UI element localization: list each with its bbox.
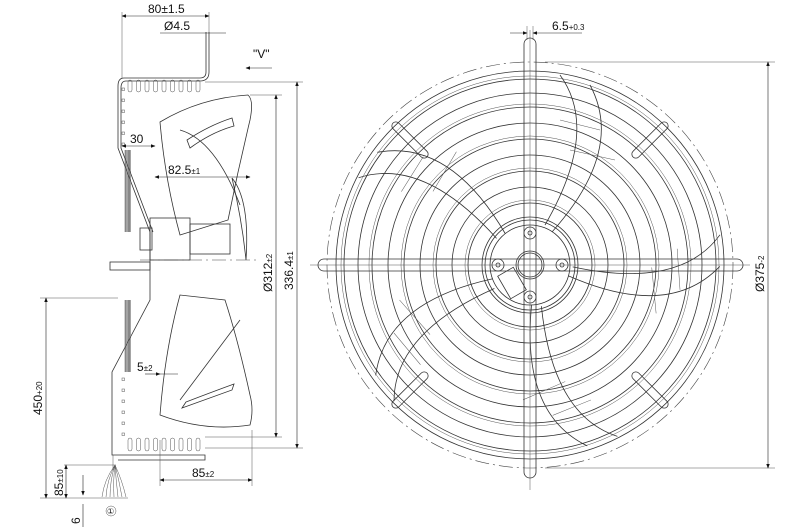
guard-fins-bottom [127,437,201,452]
dim-6: 6 [69,517,83,524]
guard-clip [631,121,669,159]
wire-dot [121,109,125,113]
wire-dot [121,142,125,146]
fin [178,437,184,452]
wire-dot [121,432,125,436]
fin [153,437,158,452]
cable-clip [109,261,151,271]
label-plate [497,266,527,300]
dim-85-cable: 85 [52,482,66,496]
dim-80: 80±1.5 [148,2,185,16]
dim-85: 85 [192,466,206,480]
blade [358,150,506,239]
dim-hole: Ø4.5 [164,19,190,33]
wire [114,464,119,498]
guard-wire-dots [121,87,131,436]
wire-dot [121,388,125,392]
dim-375-tol: -2 [757,255,766,263]
dim-312-tol: ±2 [265,253,274,262]
dim-312: Ø312 [261,262,275,292]
dim-82-5-tol: ±1 [191,167,200,176]
wire-dot [121,377,125,381]
fin [187,437,192,452]
motor-hub-front [484,219,576,311]
fin [161,79,167,93]
wire [109,464,116,498]
guard-clip [391,121,429,159]
svg-text:85±2: 85±2 [192,466,215,480]
fin [187,79,192,93]
wire-dot [121,87,125,91]
blade-upper [159,94,252,236]
dim-336-4-tol: ±1 [286,251,295,260]
svg-text:82.5±1: 82.5±1 [168,163,201,177]
dim-85-tol: ±2 [205,470,214,479]
fin [195,79,201,93]
dim-450-tol: +20 [35,381,44,395]
fin [170,79,175,93]
dim-slot-tol: +0.3 [569,23,585,32]
motor-hub [149,217,191,261]
dim-5-tol: ±2 [144,364,153,373]
svg-text:450+20: 450+20 [31,381,45,415]
wire [113,464,116,498]
svg-text:5±2: 5±2 [137,360,153,374]
wire [105,464,116,498]
cable-wires [101,464,127,498]
dim-336-4: 336.4 [282,260,296,290]
svg-text:336.4±1: 336.4±1 [282,251,296,290]
fin [144,437,150,452]
wire-dot [121,131,125,135]
fin [136,79,141,93]
dim-slot: 6.5 [552,19,569,33]
blade [544,74,602,233]
fin [127,437,133,452]
dim-450: 450 [31,395,45,415]
fin [178,79,184,93]
fin [136,437,141,452]
dim-375: Ø375 [753,262,767,292]
front-view: 6.5+0.3 Ø375-2 [310,19,775,490]
shaft-bore [515,250,545,280]
svg-text:85±10: 85±10 [52,469,66,496]
svg-text:Ø375-2: Ø375-2 [753,255,767,292]
fin [195,437,201,452]
svg-text:6.5+0.3: 6.5+0.3 [552,19,585,33]
wire [114,464,123,498]
fin [161,437,167,452]
guard-clip [631,371,669,409]
guard-fins-top [127,79,201,93]
dim-30: 30 [130,132,144,146]
blade [568,234,721,297]
wire-dot [121,399,125,403]
dim-82-5: 82.5 [168,163,192,177]
blade-lower [159,294,253,428]
wire-dot [121,98,125,102]
side-view: 80±1.5 Ø4.5 "V" 30 82.5±1 Ø312±2 336.4±1… [31,2,303,527]
wire-dot [121,421,125,425]
callout-1: ① [107,507,114,516]
wire-dot [121,410,125,414]
guard-bracket [111,32,207,461]
svg-text:Ø312±2: Ø312±2 [261,253,275,292]
dim-85-cable-tol: ±10 [56,469,65,483]
wire-dot [121,120,125,124]
fin [127,79,133,93]
dim-5: 5 [137,360,144,374]
wire [101,464,116,498]
fin [153,79,158,93]
blade [375,278,495,402]
guard-clip [391,371,429,409]
mount-screws [491,226,569,304]
fin [170,437,175,452]
view-label: "V" [253,47,270,61]
wire [114,464,127,498]
fin [144,79,150,93]
